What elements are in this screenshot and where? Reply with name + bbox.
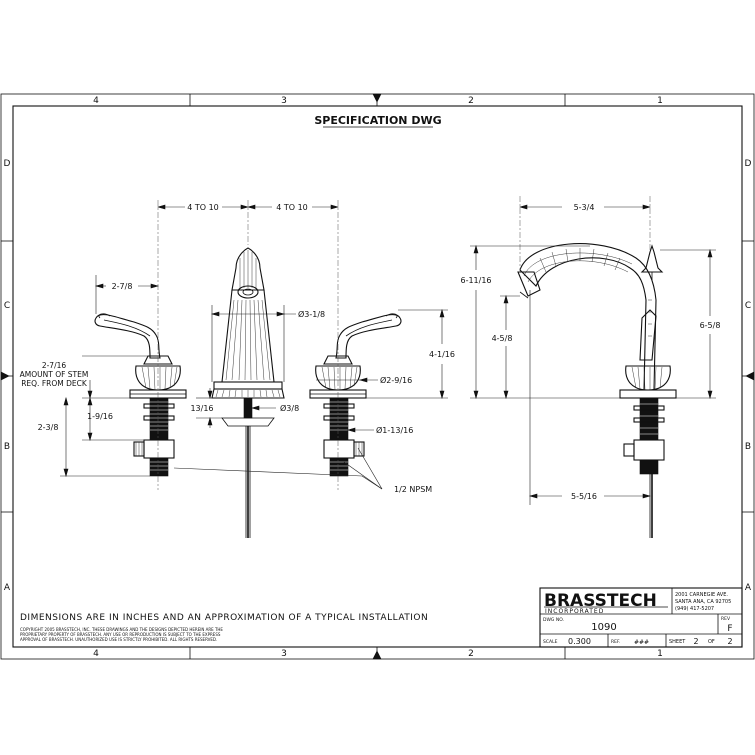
zone-right-b: B: [745, 442, 751, 452]
dim-center-to-outlet: 5-5/16: [571, 492, 597, 501]
dim-spread-left: 4 TO 10: [187, 203, 219, 212]
ref-value: ###: [634, 639, 649, 646]
dim-shank-1: 1-9/16: [87, 412, 113, 421]
zone-left-a: A: [4, 583, 11, 593]
dim-handle-offset: 2-7/8: [112, 282, 133, 291]
zone-bottom-2: 2: [468, 649, 474, 659]
dwg-no-label: DWG NO.: [543, 617, 564, 623]
dimension-labels: 4 TO 10 4 TO 10 2-7/8 2-7/16 AMOUNT OF S…: [20, 203, 721, 501]
copyright-line-2: PROPRIETARY PROPERTY OF BRASSTECH. ANY U…: [20, 632, 221, 637]
side-finial: [640, 244, 664, 273]
zone-top-1: 1: [657, 96, 663, 106]
rev-value: F: [727, 624, 732, 634]
company-subtitle: INCORPORATED: [545, 608, 604, 615]
zone-top-4: 4: [93, 96, 99, 106]
zone-left-b: B: [4, 442, 10, 452]
company-name: BRASSTECH: [544, 591, 657, 611]
zone-labels: 4 3 2 1 4 3 2 1 D C B A D C B A: [4, 96, 752, 659]
left-lever-handle: [94, 314, 161, 359]
side-view-faucet: [517, 243, 677, 538]
zone-bottom-4: 4: [93, 649, 99, 659]
dimension-lines: [60, 204, 716, 505]
dim-spread-right: 4 TO 10: [276, 203, 308, 212]
drawing-title: SPECIFICATION DWG: [314, 114, 441, 127]
dim-outlet-height: 4-5/8: [492, 334, 513, 343]
sheet-border: [0, 93, 755, 660]
dim-stem-amount-label-2: REQ. FROM DECK: [21, 379, 88, 388]
dim-thread: 1/2 NPSM: [394, 485, 432, 494]
title-block: BRASSTECH INCORPORATED 2001 CARNEGIE AVE…: [539, 587, 743, 648]
dim-handle-height: 4-1/16: [429, 350, 455, 359]
rev-label: REV: [721, 616, 731, 622]
right-handle-valve: [309, 313, 402, 477]
zone-left-d: D: [4, 159, 11, 169]
of-value: 2: [727, 637, 732, 646]
left-handle-valve: [94, 313, 187, 477]
dimensions-note: DIMENSIONS ARE IN INCHES AND AN APPROXIM…: [20, 613, 428, 623]
dim-reach: 5-3/4: [574, 203, 595, 212]
dim-spout-dia: Ø3-1/8: [298, 309, 325, 319]
copyright-line-3: APPROVAL OF BRASSTECH. UNAUTHORIZED USE …: [20, 637, 217, 642]
zone-right-c: C: [745, 301, 751, 311]
left-inlet: [149, 457, 169, 477]
dim-stem-amount: 2-7/16: [42, 361, 67, 370]
dim-hole-dia: Ø3/8: [280, 403, 299, 413]
company-address-2: SANTA ANA, CA 92705: [675, 599, 731, 605]
of-label: OF: [708, 639, 715, 645]
zone-bottom-1: 1: [657, 649, 663, 659]
company-address-1: 2001 CARNEGIE AVE.: [675, 592, 728, 598]
spout-top: [231, 247, 265, 291]
ref-label: REF.: [611, 639, 620, 645]
spout-outlet: [237, 285, 259, 299]
center-lines: [157, 196, 651, 490]
zone-left-c: C: [4, 301, 10, 311]
dim-overall-height: 6-5/8: [700, 321, 721, 330]
center-spout-front: [211, 247, 285, 538]
zone-right-d: D: [745, 159, 752, 169]
side-spout-outlet: [517, 271, 541, 297]
zone-top-2: 2: [468, 96, 474, 106]
scale-value: 0.300: [568, 637, 591, 646]
dim-base-height: 13/16: [190, 404, 213, 413]
sheet-label: SHEET: [669, 639, 686, 645]
company-phone: (949) 417-5207: [675, 606, 714, 612]
dim-spout-height: 6-11/16: [460, 276, 491, 285]
side-spout-arc: [519, 243, 657, 391]
dim-shank-2: 2-3/8: [38, 423, 59, 432]
right-lever-handle: [335, 314, 402, 359]
copyright-line-1: COPYRIGHT 2005 BRASSTECH, INC. THESE DRA…: [20, 627, 223, 632]
spout-body: [221, 289, 275, 383]
dim-escutcheon-dia: Ø2-9/16: [380, 375, 412, 385]
scale-label: SCALE: [543, 639, 558, 645]
copyright-block: COPYRIGHT 2005 BRASSTECH, INC. THESE DRA…: [20, 627, 223, 642]
dwg-no-value: 1090: [591, 622, 616, 633]
zone-right-a: A: [745, 583, 752, 593]
sheet-value: 2: [693, 637, 698, 646]
dim-stem-amount-label: AMOUNT OF STEM: [20, 370, 89, 379]
dim-shank-dia: Ø1-13/16: [376, 425, 413, 435]
spout-shank: [243, 397, 253, 419]
zone-top-3: 3: [281, 96, 287, 106]
right-inlet: [329, 457, 349, 477]
zone-bottom-3: 3: [281, 649, 287, 659]
